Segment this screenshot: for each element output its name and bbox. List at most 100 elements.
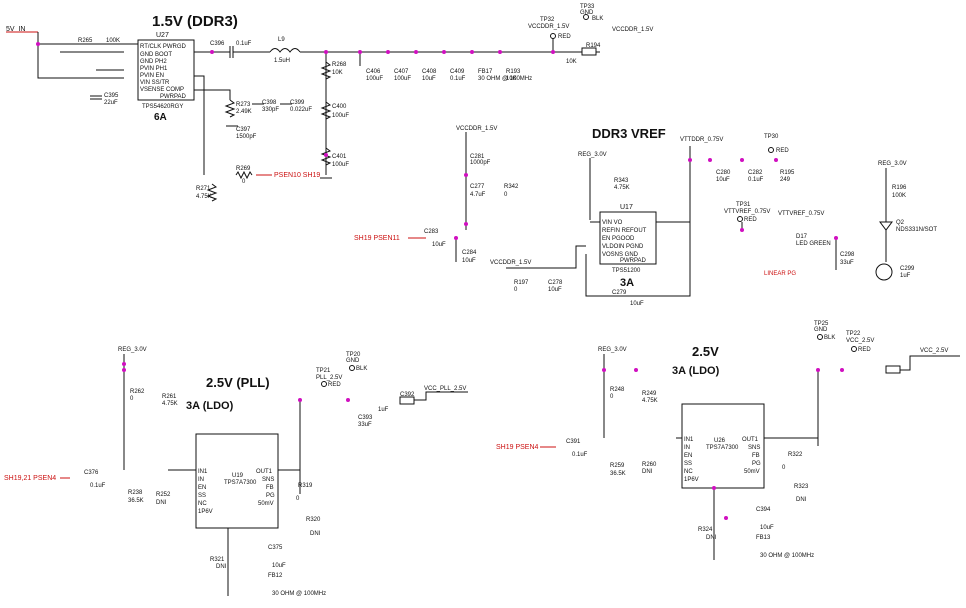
c299-ref: R261 [162, 394, 177, 400]
u26-part: TPS7A7300 [706, 445, 739, 451]
c282-ref: D17 [796, 234, 808, 240]
c279-val: 0.1uF [748, 177, 764, 183]
c399-ref: C399 [290, 100, 305, 106]
r196-ref: C298 [840, 252, 855, 258]
r269-val: 0 [242, 179, 246, 185]
section-vcc-2v5: 2.5V 3A (LDO) REG_3.0V R248 0 R249 4.75K… [496, 321, 960, 560]
r321-val: 30 OHM @ 100MHz [272, 591, 326, 597]
c396-val: 0.1uF [236, 41, 252, 47]
port-psen10-label: PSEN10 SH19 [274, 172, 320, 179]
junction-dot [740, 228, 744, 232]
fb13-body [885, 365, 901, 374]
tp21-ref: TP21 [316, 368, 331, 374]
r273-body [224, 99, 236, 118]
junction-dot [740, 158, 744, 162]
tp32-color: RED [558, 34, 571, 40]
d17-val: NDS331N/SOT [896, 227, 937, 233]
c392-val: 4.75K [642, 398, 658, 404]
tp33-gnd: GND [580, 10, 594, 16]
c395-ref: C395 [104, 93, 119, 99]
c391-val: DNI [642, 469, 653, 475]
u19-sns: SNS [262, 477, 274, 483]
r319-val: DNI [216, 564, 227, 570]
u26-out1: OUT1 [742, 437, 759, 443]
tp30-icon [768, 147, 774, 153]
r271-val: 4.75K [196, 194, 212, 200]
junction-dots [36, 42, 844, 520]
junction-dot [36, 42, 40, 46]
r262-val: 0.1uF [90, 483, 106, 489]
r248-ref: C391 [566, 439, 581, 445]
r265-ref: R265 [78, 38, 93, 44]
u27-part: TPS54620RGY [142, 104, 183, 110]
u26-pin-nc: NC [684, 469, 693, 475]
c277-val: 4.75K [614, 185, 630, 191]
c284-ref: C278 [548, 280, 563, 286]
q2-mosfet-icon [875, 263, 893, 281]
junction-dot [834, 236, 838, 240]
title-vcc-2v5: 2.5V [692, 344, 719, 359]
c408-val: 30 OHM @ 100MHz [478, 76, 532, 82]
u19-pin-en: EN [198, 485, 206, 491]
r320-ref: C375 [268, 545, 283, 551]
c399-val: 0.022uF [290, 107, 312, 113]
wire-5v-in [37, 32, 124, 79]
net-vttddr: VTTDDR_0.75V [680, 137, 723, 143]
l9-inductor [269, 48, 301, 53]
fb17-ref: R194 [586, 43, 601, 49]
d17-ref: Q2 [896, 220, 905, 226]
r271-body [206, 183, 218, 202]
r194-val: 4.7uF [470, 192, 486, 198]
u27-pin-7: VSENSE COMP [140, 87, 184, 93]
c284-val: 10uF [548, 287, 562, 293]
net-vttvref-tp: VTTVREF_0.75V [724, 209, 770, 215]
tp22-ref: TP22 [846, 331, 861, 337]
r269-ref: R269 [236, 166, 251, 172]
junction-dot [712, 486, 716, 490]
r195-val: 100K [892, 193, 906, 199]
c283-val: 0 [514, 287, 518, 293]
net-vccddr-vref: VCCDDR_1.5V [490, 260, 531, 266]
r269-body [235, 170, 253, 180]
tp30-color: RED [776, 148, 789, 154]
u27-ic [137, 39, 195, 101]
r319-ref: R321 [210, 557, 225, 563]
u17-current: 3A [620, 277, 634, 289]
r323-ref: C394 [756, 507, 771, 513]
port-psen4-vcc: SH19 PSEN4 [496, 444, 539, 451]
r322-ref: R324 [698, 527, 713, 533]
c397-val: 1500pF [236, 134, 257, 140]
tp25-color: BLK [824, 335, 835, 341]
c376-ref: R252 [156, 492, 171, 498]
junction-dot [464, 173, 468, 177]
u17-part: TPS51200 [612, 268, 641, 274]
section-pll-2v5: 2.5V (PLL) 3A (LDO) REG_3.0V R262 0 R261… [4, 347, 468, 597]
junction-dot [122, 362, 126, 366]
r318-ref: C400 [332, 104, 347, 110]
u19-pin-in: IN [198, 477, 204, 483]
u27-pin-6: VIN SS/TR [140, 80, 170, 86]
l9-ref: L9 [278, 37, 285, 43]
tp32-ref: TP32 [540, 17, 555, 23]
r321-ref: FB12 [268, 573, 283, 579]
junction-dot [324, 153, 328, 157]
net-reg3v0-vref: REG_3.0V [578, 152, 607, 158]
tp33-ref: TP33 [580, 4, 595, 10]
net-vcc-2v5: VCC_2.5V [920, 348, 948, 354]
tp32-net: VCCDDR_1.5V [528, 24, 569, 30]
wire-vosns [585, 222, 691, 297]
tp25-icon [817, 334, 823, 340]
c406-ref: C408 [422, 69, 437, 75]
junction-dot [464, 222, 468, 226]
c401-val: 100uF [394, 76, 411, 82]
u26-pin-in1: IN1 [684, 437, 694, 443]
q2-val: 1uF [900, 273, 911, 279]
junction-dot [551, 50, 555, 54]
u26-fb: FB [752, 453, 760, 459]
r272-val: 10K [332, 70, 343, 76]
subtitle-vcc-2v5: 3A (LDO) [672, 365, 720, 377]
tp21-icon [321, 381, 327, 387]
title-pll-2v5: 2.5V (PLL) [206, 375, 270, 390]
port-psen4-pll: SH19,21 PSEN4 [4, 475, 56, 482]
junction-dot [210, 50, 214, 54]
